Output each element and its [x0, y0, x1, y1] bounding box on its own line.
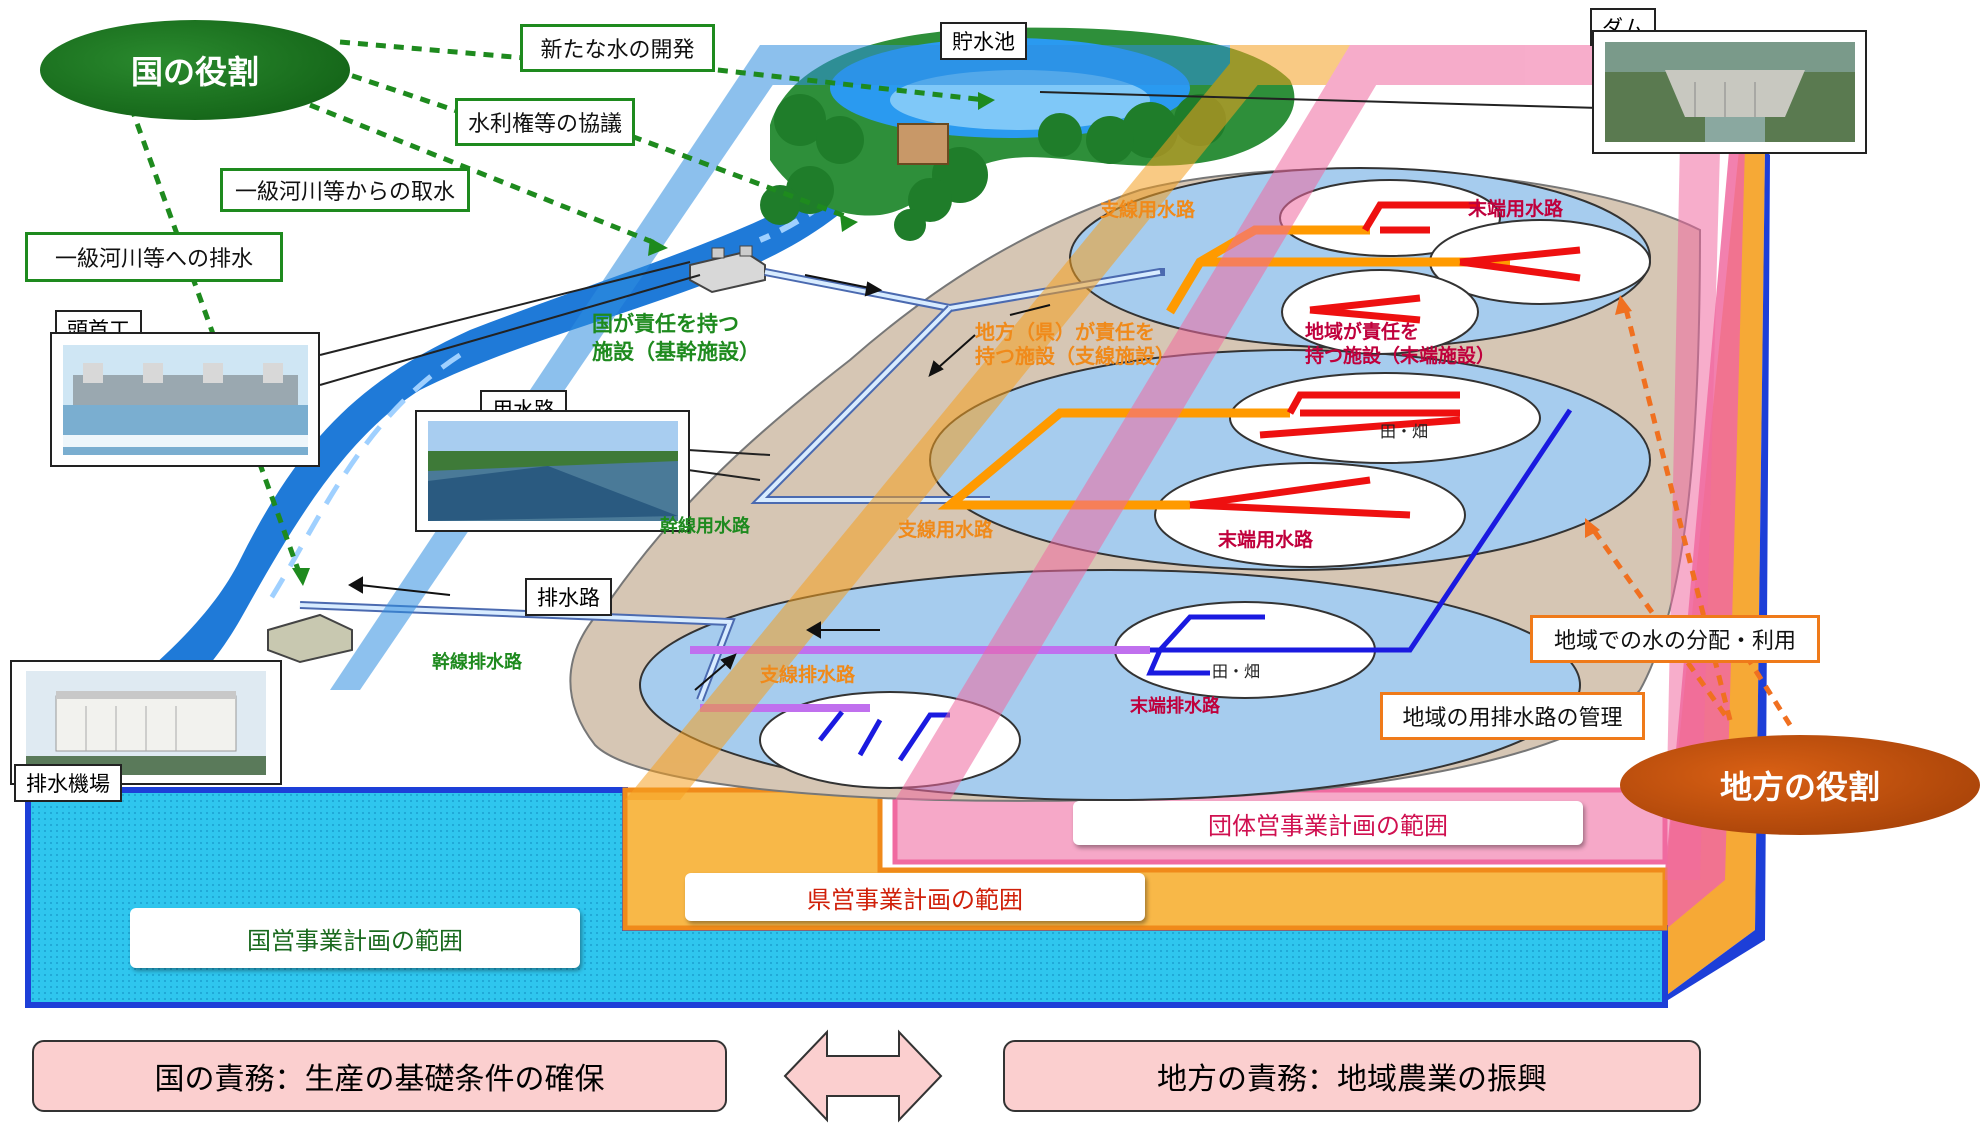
prefecture-facility-line2: 持つ施設（支線施設）: [975, 344, 1175, 368]
canal-photo-frame: [415, 410, 690, 532]
canal-management-label: 地域の用排水路の管理: [1380, 692, 1645, 740]
terminal-drain-label: 末端排水路: [1130, 696, 1220, 717]
national-facility-label: 国が責任を持つ 施設（基幹施設）: [592, 310, 760, 366]
canal-photo: [427, 421, 678, 521]
community-scope-label: 団体営事業計画の範囲: [1073, 801, 1583, 845]
trunk-drain-label: 幹線排水路: [432, 652, 522, 673]
local-role-arrowheads: [1585, 295, 1632, 538]
headworks-photo: [62, 344, 308, 455]
water-distribution-label: 地域での水の分配・利用: [1530, 615, 1820, 663]
reservoir-tag: 貯水池: [940, 22, 1027, 60]
branch-canal-label-top: 支線用水路: [1100, 199, 1196, 221]
field-label-2: 田・畑: [1212, 662, 1261, 681]
branch-canal-label-mid: 支線用水路: [898, 519, 994, 541]
dam-photo-frame: [1592, 30, 1867, 154]
community-facility-label: 地域が責任を 持つ施設（末端施設）: [1305, 320, 1495, 368]
prefecture-facility-label: 地方（県）が責任を 持つ施設（支線施設）: [975, 320, 1175, 368]
national-scope-label: 国営事業計画の範囲: [130, 908, 580, 968]
terminal-canal-label-mid: 末端用水路: [1218, 529, 1314, 551]
flow-arrows: [348, 274, 1051, 691]
headworks-structure: [689, 245, 766, 294]
local-role-oval: 地方の役割: [1620, 735, 1980, 835]
pump-station-structure: [267, 613, 353, 664]
community-facility-line2: 持つ施設（末端施設）: [1305, 345, 1496, 367]
headworks-photo-frame: [50, 332, 320, 467]
terminal-canals: [1189, 201, 1581, 519]
national-duty-box: 国の責務：生産の基礎条件の確保: [32, 1040, 727, 1112]
prefecture-scope-label: 県営事業計画の範囲: [685, 873, 1145, 921]
pump-station-tag: 排水機場: [14, 764, 122, 802]
pump-station-photo-frame: [10, 660, 282, 785]
callout-leaders: [319, 91, 1601, 481]
local-duty-box: 地方の責務：地域農業の振興: [1003, 1040, 1701, 1112]
discharge-label: 一級河川等への排水: [25, 232, 283, 282]
national-role-oval: 国の役割: [40, 20, 350, 120]
water-rights-label: 水利権等の協議: [455, 98, 635, 146]
community-facility-line1: 地域が責任を: [1305, 321, 1420, 343]
drain-tag: 排水路: [525, 578, 612, 616]
pump-station-photo: [26, 670, 266, 775]
dam-photo: [1604, 42, 1855, 142]
national-facility-line2: 施設（基幹施設）: [592, 340, 760, 364]
terminal-canal-label-top: 末端用水路: [1468, 198, 1564, 220]
branch-drain-label: 支線排水路: [760, 664, 856, 686]
intake-label: 一級河川等からの取水: [220, 168, 470, 212]
field-label-1: 田・畑: [1380, 422, 1429, 441]
new-water-label: 新たな水の開発: [520, 24, 715, 72]
national-role-arrowheads: [292, 92, 995, 586]
trunk-canal-label: 幹線用水路: [660, 516, 750, 537]
prefecture-facility-line1: 地方（県）が責任を: [975, 320, 1155, 344]
double-arrow-icon: [783, 1029, 943, 1123]
national-facility-line1: 国が責任を持つ: [592, 312, 739, 336]
